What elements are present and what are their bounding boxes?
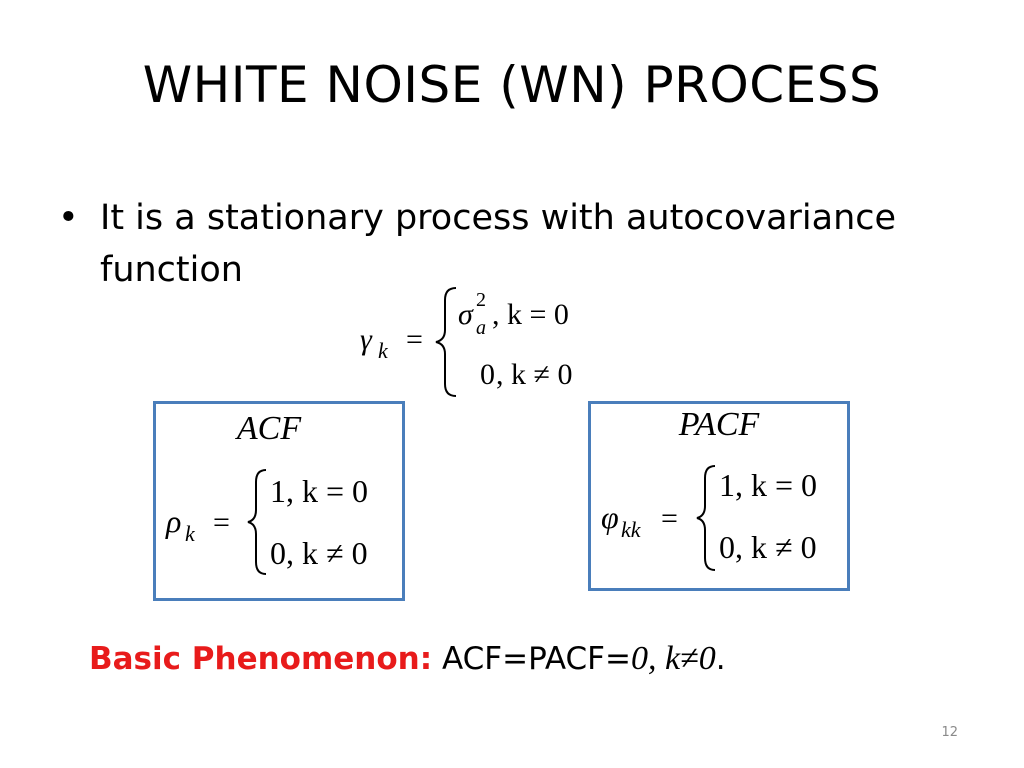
rho-symbol: ρ — [165, 503, 181, 539]
pacf-case1-condition: , k = 0 — [735, 467, 817, 503]
basic-phenomenon-text: ACF=PACF= — [432, 641, 631, 677]
pacf-case2-value: 0 — [719, 529, 735, 565]
sigma-symbol: σ — [458, 298, 474, 331]
sigma-superscript: 2 — [476, 289, 486, 311]
acf-case1-condition: , k = 0 — [286, 473, 368, 509]
gamma-subscript: k — [378, 338, 389, 363]
bullet-point-icon: • — [58, 198, 79, 238]
acf-equation-svg: ρ k = 1 , k = 0 0 , k ≠ 0 — [165, 469, 368, 575]
basic-phenomenon-end: . — [715, 641, 726, 677]
pacf-equals-sign: = — [661, 502, 678, 535]
case2-value: 0 — [480, 358, 495, 391]
gamma-symbol: γ — [360, 323, 373, 356]
acf-equals-sign: = — [213, 506, 230, 539]
pacf-case1-value: 1 — [719, 467, 735, 503]
acf-case1-value: 1 — [270, 473, 286, 509]
pacf-label: PACF — [678, 406, 760, 443]
acf-box: ACF ρ k = 1 , k = 0 0 , k ≠ 0 — [153, 401, 405, 601]
bullet-text: It is a stationary process with autocova… — [100, 198, 897, 290]
pacf-equation-svg: φ kk = 1 , k = 0 0 , k ≠ 0 — [601, 465, 817, 571]
rho-subscript: k — [185, 521, 196, 546]
basic-phenomenon: Basic Phenomenon: ACF=PACF=0, k≠0. — [89, 640, 726, 678]
case2-condition: , k ≠ 0 — [496, 358, 572, 391]
pacf-box: PACF φ kk = 1 , k = 0 0 , k ≠ 0 — [588, 401, 850, 591]
basic-phenomenon-label: Basic Phenomenon: — [89, 641, 433, 677]
acf-left-brace-icon — [247, 469, 267, 575]
equals-sign: = — [406, 323, 423, 356]
phi-subscript: kk — [621, 517, 642, 542]
slide-title: WHITE NOISE (WN) PROCESS — [142, 56, 882, 114]
basic-phenomenon-math: 0, k≠0 — [630, 640, 716, 677]
pacf-left-brace-icon — [696, 465, 716, 571]
acf-case2-value: 0 — [270, 535, 286, 571]
left-brace-icon — [435, 287, 457, 397]
sigma-subscript: a — [476, 317, 486, 339]
page-number: 12 — [941, 725, 958, 740]
case1-condition: , k = 0 — [492, 298, 569, 331]
autocovariance-equation-svg: γ k = σ 2 a , k = 0 0 , k ≠ 0 — [360, 287, 572, 397]
autocovariance-equation: γ k = σ 2 a , k = 0 0 , k ≠ 0 — [360, 280, 640, 405]
acf-case2-condition: , k ≠ 0 — [286, 535, 368, 571]
acf-label: ACF — [236, 410, 302, 447]
phi-symbol: φ — [601, 499, 619, 535]
pacf-case2-condition: , k ≠ 0 — [735, 529, 817, 565]
